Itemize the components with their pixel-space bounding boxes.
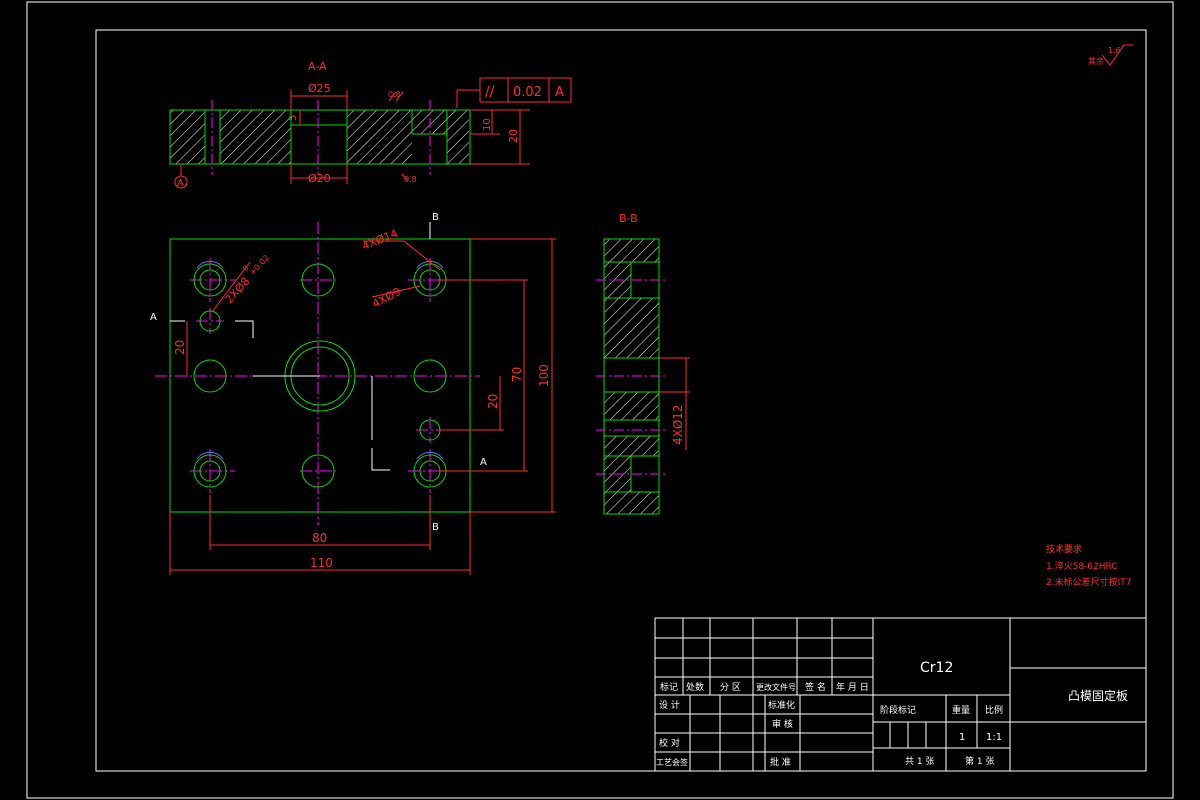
callout-pin-tol: +0.02: [248, 253, 271, 277]
hatch-block: [604, 392, 659, 514]
title-block-text: Cr12 凸模固定板 标记 处数 分 区 更改文件号 签 名 年 月 日 设 计…: [656, 660, 1128, 768]
row-approve: 批 准: [770, 756, 791, 768]
dim-110: 110: [310, 556, 333, 570]
weight-value: 1: [959, 732, 965, 743]
tech-req-line2: 2.未标公差尺寸按IT7: [1046, 576, 1131, 588]
dim-20-right: 20: [486, 394, 500, 409]
tolerance-symbol: //: [485, 84, 495, 100]
surface-finish-note: 其余 1.6: [1088, 44, 1133, 66]
tolerance-value: 0.02: [513, 85, 542, 100]
dim-20-left: 20: [173, 340, 187, 355]
header-zone: 分 区: [720, 682, 741, 693]
callout-holes-14: 4XØ14: [360, 227, 399, 253]
section-bb-view: B-B 4XØ12: [596, 212, 690, 515]
dim-80: 80: [312, 531, 327, 545]
part-name: 凸模固定板: [1068, 688, 1128, 703]
hatch-block: [347, 110, 412, 164]
cut-b-top: B: [432, 212, 439, 223]
plan-view: B B A A 100 70 20 20 80 110 4XØ14 4XØ9: [150, 212, 556, 575]
datum-a-label: A: [177, 178, 184, 189]
roughness-top: 0.8: [388, 90, 401, 99]
row-check: 校 对: [659, 737, 680, 749]
header-mark: 标记: [660, 681, 678, 693]
header-doc: 更改文件号: [756, 682, 796, 692]
dim-dia-25: Ø25: [308, 82, 331, 95]
callout-pin-holes: 2XØ8: [223, 275, 253, 306]
header-scale: 比例: [985, 704, 1003, 716]
total-sheets: 共 1 张: [905, 756, 934, 767]
row-review: 审 核: [772, 718, 793, 730]
row-design: 设 计: [659, 699, 680, 711]
row-standard: 标准化: [768, 699, 795, 711]
section-aa-outline: [169, 109, 471, 165]
cut-b-bottom: B: [432, 522, 439, 533]
dim-100: 100: [537, 364, 551, 387]
header-count: 处数: [686, 681, 704, 693]
outer-frame: [26, 1, 1174, 799]
section-aa-view: A-A Ø25: [169, 60, 572, 189]
hatch-block: [447, 110, 469, 164]
header-date: 年 月 日: [836, 681, 869, 693]
header-stage: 阶段标记: [880, 704, 916, 716]
callout-holes-9: 4XØ9: [370, 285, 403, 311]
scale-value: 1:1: [986, 732, 1002, 743]
callout-holes-12: 4XØ12: [671, 404, 685, 445]
cut-a-bottom: A: [480, 457, 487, 468]
hatch-block: [220, 110, 291, 164]
surface-finish-prefix: 其余: [1088, 56, 1104, 66]
hatch-block: [170, 110, 205, 164]
tech-requirements: 技术要求 1.淬火58-62HRC 2.未标公差尺寸按IT7: [1046, 543, 1131, 588]
cut-a-top: A: [150, 312, 157, 323]
dim-70: 70: [510, 367, 524, 382]
row-process: 工艺会签: [656, 757, 688, 767]
tolerance-datum: A: [555, 85, 564, 100]
section-bb-label: B-B: [619, 212, 638, 225]
surface-finish-value: 1.6: [1108, 46, 1121, 55]
tech-req-line1: 1.淬火58-62HRC: [1046, 560, 1118, 572]
material-label: Cr12: [920, 660, 953, 676]
dim-dia-20: Ø20: [308, 172, 331, 185]
bb-cutout: [604, 420, 660, 436]
header-sign: 签 名: [805, 681, 826, 693]
sheet-number: 第 1 张: [965, 755, 994, 767]
title-block: [654, 617, 1147, 772]
header-weight: 重量: [952, 704, 970, 716]
dim-10: 10: [482, 118, 493, 131]
bb-cutout: [604, 367, 660, 392]
dim-20-aa: 20: [507, 129, 520, 143]
inner-frame: [95, 29, 1147, 772]
tolerance-frame: [479, 77, 572, 103]
callout-pin-tol2: 0: [241, 264, 251, 274]
dim-depth-5: 5: [288, 115, 299, 121]
datum-a-marker: [174, 175, 188, 189]
roughness-bottom: 0.8: [404, 175, 417, 184]
section-aa-label: A-A: [308, 60, 327, 73]
tech-req-title: 技术要求: [1046, 543, 1082, 555]
